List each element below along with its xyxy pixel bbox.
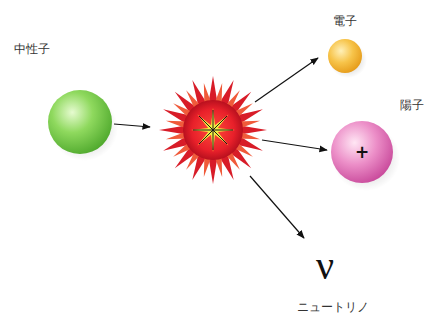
particle-label: 中性子 xyxy=(14,42,50,56)
particle-label: ニュートリノ xyxy=(297,300,369,314)
neutrino-symbol: ν xyxy=(316,246,334,286)
particle-label: 陽子 xyxy=(400,98,424,112)
charge-sign: + xyxy=(355,142,369,162)
particle-label: 電子 xyxy=(333,14,357,28)
